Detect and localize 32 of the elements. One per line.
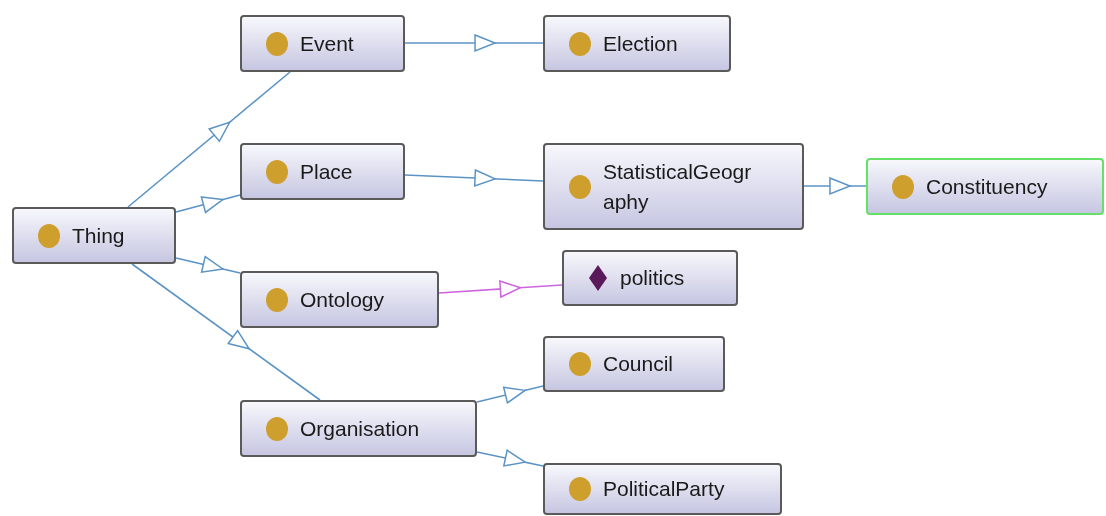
class-name: Ontology <box>300 286 385 313</box>
class-name: Organisation <box>300 415 420 442</box>
class-name: StatisticalGeography <box>603 158 753 215</box>
class-name: Constituency <box>926 173 1048 200</box>
class-name: Thing <box>72 222 125 249</box>
class-name: PoliticalParty <box>603 476 725 502</box>
class-box <box>240 271 439 328</box>
subclass-arrow <box>476 449 544 467</box>
class-box <box>240 15 405 72</box>
class-box <box>543 336 725 392</box>
class-box <box>12 207 176 264</box>
subclass-arrow <box>476 385 544 404</box>
subclass-arrow <box>438 280 563 298</box>
class-name: Council <box>603 351 674 377</box>
class-box <box>543 463 782 515</box>
class-box <box>866 158 1104 215</box>
subclass-arrow <box>175 194 241 214</box>
class-box <box>543 143 804 230</box>
class-name: Event <box>300 30 354 57</box>
class-box <box>240 400 477 457</box>
class-name: Place <box>300 158 353 185</box>
subclass-arrow <box>803 177 867 195</box>
class-box <box>543 15 731 72</box>
subclass-arrow <box>127 71 291 208</box>
class-box <box>562 250 738 306</box>
subclass-arrow <box>131 263 321 401</box>
subclass-arrow <box>404 169 544 187</box>
class-name: politics <box>620 265 685 291</box>
class-box <box>240 143 405 200</box>
subclass-arrow <box>175 255 241 274</box>
class-name: Election <box>603 30 678 57</box>
subclass-arrow <box>404 34 544 52</box>
